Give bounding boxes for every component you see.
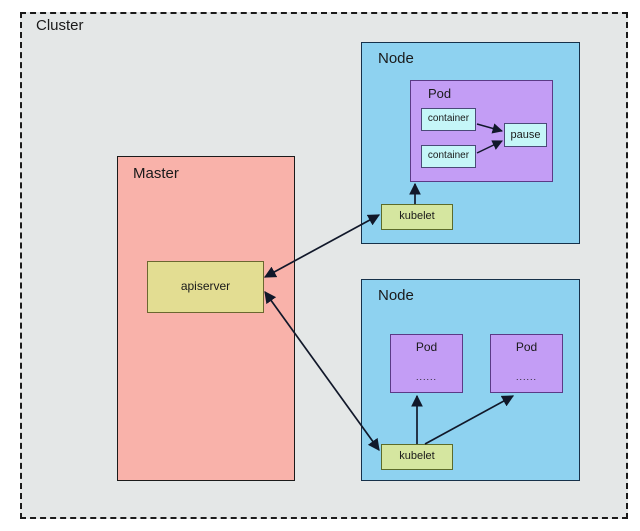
container-box-1[interactable] xyxy=(421,108,476,131)
master-box[interactable] xyxy=(117,156,295,481)
apiserver-box[interactable] xyxy=(147,261,264,313)
kubelet-box-bottom[interactable] xyxy=(381,444,453,470)
kubelet-box-top[interactable] xyxy=(381,204,453,230)
pause-container-box[interactable] xyxy=(504,123,547,147)
pod-bottom-left-box[interactable] xyxy=(390,334,463,393)
container-box-2[interactable] xyxy=(421,145,476,168)
pod-bottom-right-box[interactable] xyxy=(490,334,563,393)
